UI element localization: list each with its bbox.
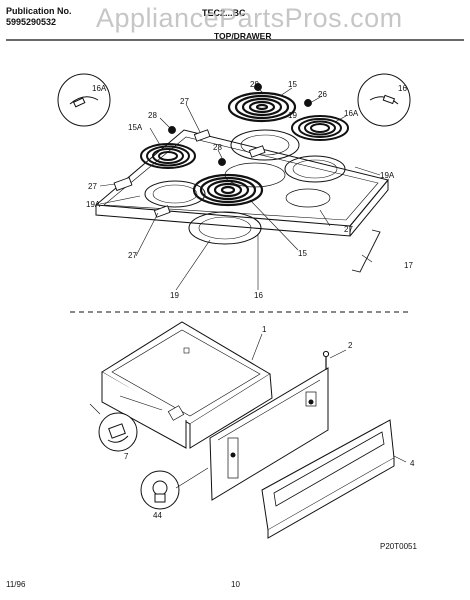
label-26: 26 xyxy=(318,90,327,99)
label-27-b: 27 xyxy=(88,182,97,191)
label-19A-right: 19A xyxy=(380,171,395,180)
surface-elements xyxy=(140,91,349,207)
element-small-right xyxy=(291,115,349,141)
section-title: TOP/DRAWER xyxy=(214,31,272,41)
figure-code: P20T0051 xyxy=(380,542,417,551)
label-drawer-4: 4 xyxy=(410,459,415,468)
model-number: TEC2...BC xyxy=(202,8,246,18)
label-drawer-2: 2 xyxy=(348,341,353,350)
drip-bowl xyxy=(144,180,206,208)
leader-lines-top xyxy=(99,87,381,291)
drawer-front-wall xyxy=(189,373,273,449)
drip-bowl xyxy=(188,211,262,245)
drawer-left-side xyxy=(101,372,187,449)
label-16-right: 16 xyxy=(398,84,407,93)
footer-date: 11/96 xyxy=(6,580,26,589)
detail-callouts-top xyxy=(57,73,411,127)
publication-number: 5995290532 xyxy=(6,17,57,27)
drip-bowl xyxy=(284,155,346,183)
cooktop-surface xyxy=(94,129,389,227)
label-16A-left: 16A xyxy=(92,84,107,93)
element-large-center xyxy=(192,173,264,207)
footer-page-number: 10 xyxy=(231,580,240,589)
label-drawer-1: 1 xyxy=(262,325,267,334)
element-large-rear xyxy=(227,91,297,123)
label-28-a: 28 xyxy=(148,111,157,120)
drip-bowl xyxy=(230,129,300,161)
cooktop-side-edge xyxy=(349,178,389,237)
label-16A-b: 16A xyxy=(344,109,359,118)
leader-lines-drawer xyxy=(89,333,407,489)
label-28-b: 28 xyxy=(213,143,222,152)
label-27-a: 27 xyxy=(180,97,189,106)
cooktop-inner-rim xyxy=(103,136,379,221)
label-27-d: 27 xyxy=(128,251,137,260)
label-15A: 15A xyxy=(128,123,143,132)
label-15-b: 15 xyxy=(298,249,307,258)
label-27-c: 27 xyxy=(344,225,353,234)
label-17: 17 xyxy=(404,261,413,270)
element-small-left xyxy=(140,143,196,169)
cooktop-front-edge xyxy=(95,205,351,237)
support-rod xyxy=(351,229,381,273)
label-19A-left: 19A xyxy=(86,200,101,209)
label-drawer-44: 44 xyxy=(153,511,162,520)
drawer-assembly xyxy=(101,321,395,539)
label-15-a: 15 xyxy=(288,80,297,89)
drawer-inner-panel xyxy=(209,367,329,501)
label-drawer-7: 7 xyxy=(124,452,129,461)
part-labels: 16A 16 29 15 26 19 16A 27 28 15A 28 19A … xyxy=(86,80,417,551)
receptacles xyxy=(113,83,381,273)
watermark: AppliancePartsPros.com xyxy=(96,3,403,33)
label-29-a: 29 xyxy=(250,80,259,89)
label-16-b: 16 xyxy=(254,291,263,300)
detail-callouts-drawer xyxy=(98,412,180,510)
label-19-b: 19 xyxy=(170,291,179,300)
label-19-a: 19 xyxy=(288,111,297,120)
publication-label: Publication No. xyxy=(6,6,72,16)
drawer-handle xyxy=(273,431,385,507)
